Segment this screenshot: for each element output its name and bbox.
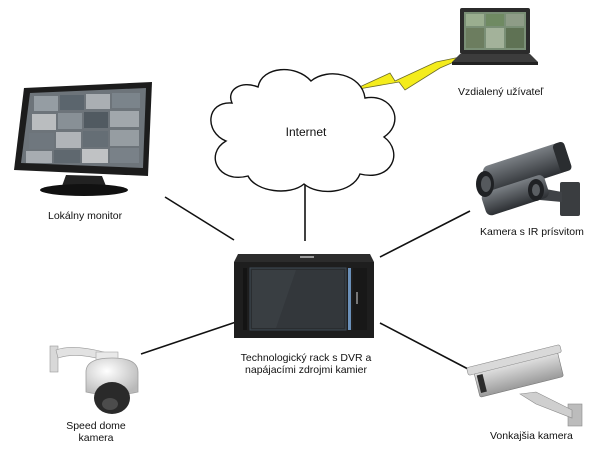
speed-dome-icon [49, 345, 139, 414]
link-ircamera-rack [379, 210, 471, 258]
rack-label: Technologický rack s DVR a napájacími zd… [225, 352, 387, 376]
rack-label-line2: napájacími zdrojmi kamier [245, 364, 367, 376]
internet-cloud-icon [210, 68, 396, 193]
speed-dome-label-line1: Speed dome [66, 420, 126, 432]
speed-dome-label: Speed dome kamera [56, 420, 136, 444]
link-outdoor-rack [379, 322, 469, 370]
outdoor-camera-label: Vonkajšia kamera [490, 430, 573, 442]
link-monitor-rack [164, 196, 235, 241]
link-speeddome-rack [140, 321, 237, 355]
local-monitor-label: Lokálny monitor [48, 210, 123, 222]
rack-label-line1: Technologický rack s DVR a [240, 352, 372, 364]
laptop-icon [452, 8, 538, 65]
remote-user-label: Vzdialený užívateľ [458, 86, 544, 98]
ir-camera-label: Kamera s IR prísvitom [480, 226, 584, 238]
internet-label: Internet [286, 125, 327, 139]
speed-dome-label-line2: kamera [78, 432, 114, 444]
rack-icon [234, 254, 374, 338]
ir-camera-icon [476, 141, 580, 216]
outdoor-camera-icon [466, 344, 583, 427]
lightning-bolt-icon [352, 54, 471, 91]
monitor-icon [14, 82, 152, 196]
